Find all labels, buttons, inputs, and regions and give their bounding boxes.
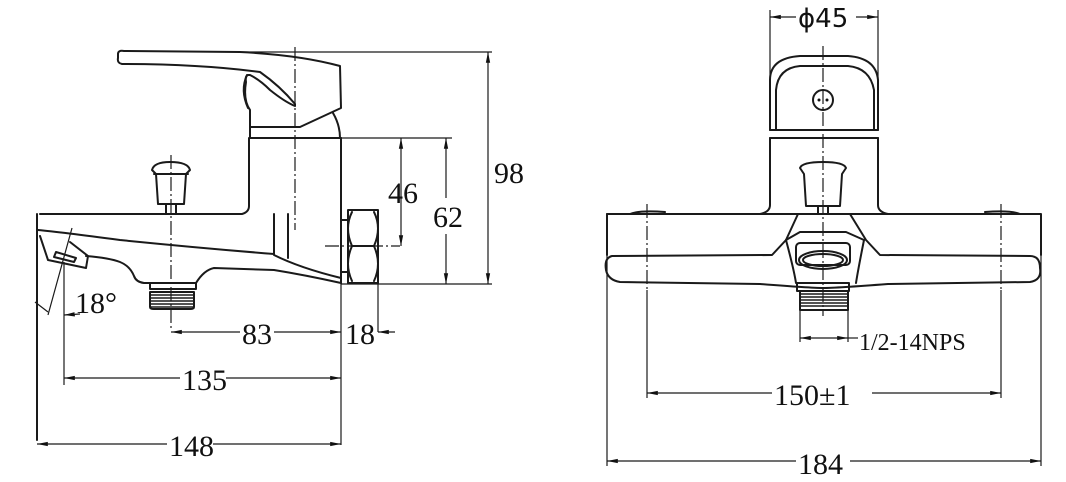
base-plate	[606, 213, 1042, 256]
body-column	[39, 137, 250, 215]
dim-spout-outlet: 135	[182, 364, 227, 397]
front-view: ϕ45 1/2-14NPS 150±1 184	[604, 2, 1042, 481]
dim-inlet-to-body: 46	[388, 177, 418, 210]
dim-diverter-to-wall: 83	[242, 318, 272, 351]
dim-overall-height: 98	[494, 157, 524, 190]
lever-handle	[116, 49, 342, 128]
handle-cap	[769, 55, 879, 131]
dim-nut-depth: 18	[345, 318, 375, 351]
dim-inlet-centers: 150±1	[774, 379, 850, 412]
dim-thread-spec: 1/2-14NPS	[859, 330, 966, 356]
dim-handle-diameter: ϕ45	[798, 4, 848, 34]
outlet-thread	[149, 291, 195, 310]
dim-overall-projection: 148	[169, 430, 214, 463]
dim-spout-angle: 18°	[75, 287, 117, 320]
diverter-knob-front	[799, 161, 847, 207]
side-view: 98 62 46 18° 83 18 135 148	[34, 47, 524, 463]
dim-overall-width: 184	[798, 448, 843, 481]
dim-inlet-to-top: 62	[433, 201, 463, 234]
